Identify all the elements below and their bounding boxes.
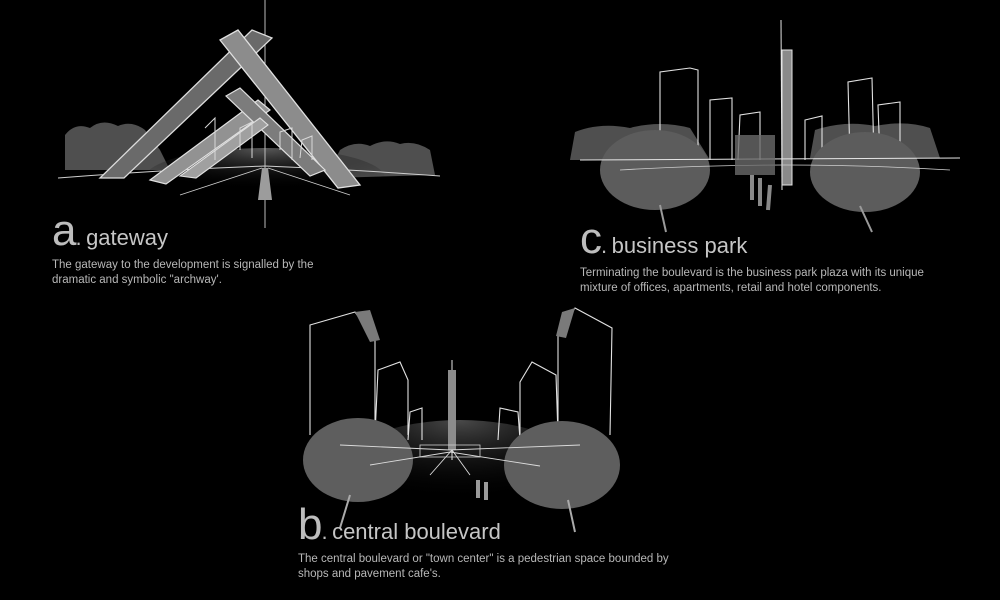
central-boulevard-caption: b. central boulevard The central bouleva…	[298, 500, 669, 582]
arch-beam	[98, 29, 274, 179]
business-park-title: business park	[611, 233, 748, 258]
business-park-description: Terminating the boulevard is the busines…	[580, 267, 924, 294]
gateway-caption: a. gateway The gateway to the developmen…	[52, 206, 313, 288]
gateway-letter: a	[52, 206, 77, 255]
central-boulevard-heading: b. central boulevard	[298, 500, 501, 549]
central-boulevard-title: central boulevard	[332, 519, 501, 544]
gateway-title: gateway	[86, 225, 169, 250]
business-park-sketch	[570, 19, 961, 233]
arch-beam	[219, 29, 362, 189]
gateway-description: The gateway to the development is signal…	[52, 259, 314, 286]
business-park-heading: c. business park	[580, 214, 748, 263]
gateway-heading: a. gateway	[52, 206, 169, 255]
tree	[504, 421, 620, 509]
central-boulevard-description: The central boulevard or "town center" i…	[298, 553, 669, 580]
arch-beam	[148, 99, 271, 185]
gateway-sketch	[57, 0, 441, 228]
central-boulevard-sketch	[303, 307, 620, 533]
central-boulevard-letter: b	[298, 500, 323, 549]
business-park-caption: c. business park Terminating the bouleva…	[580, 214, 924, 296]
tree	[303, 418, 413, 502]
tree	[600, 130, 710, 210]
arch-beam	[178, 117, 269, 179]
tree	[810, 132, 920, 212]
business-park-letter: c	[580, 214, 602, 263]
